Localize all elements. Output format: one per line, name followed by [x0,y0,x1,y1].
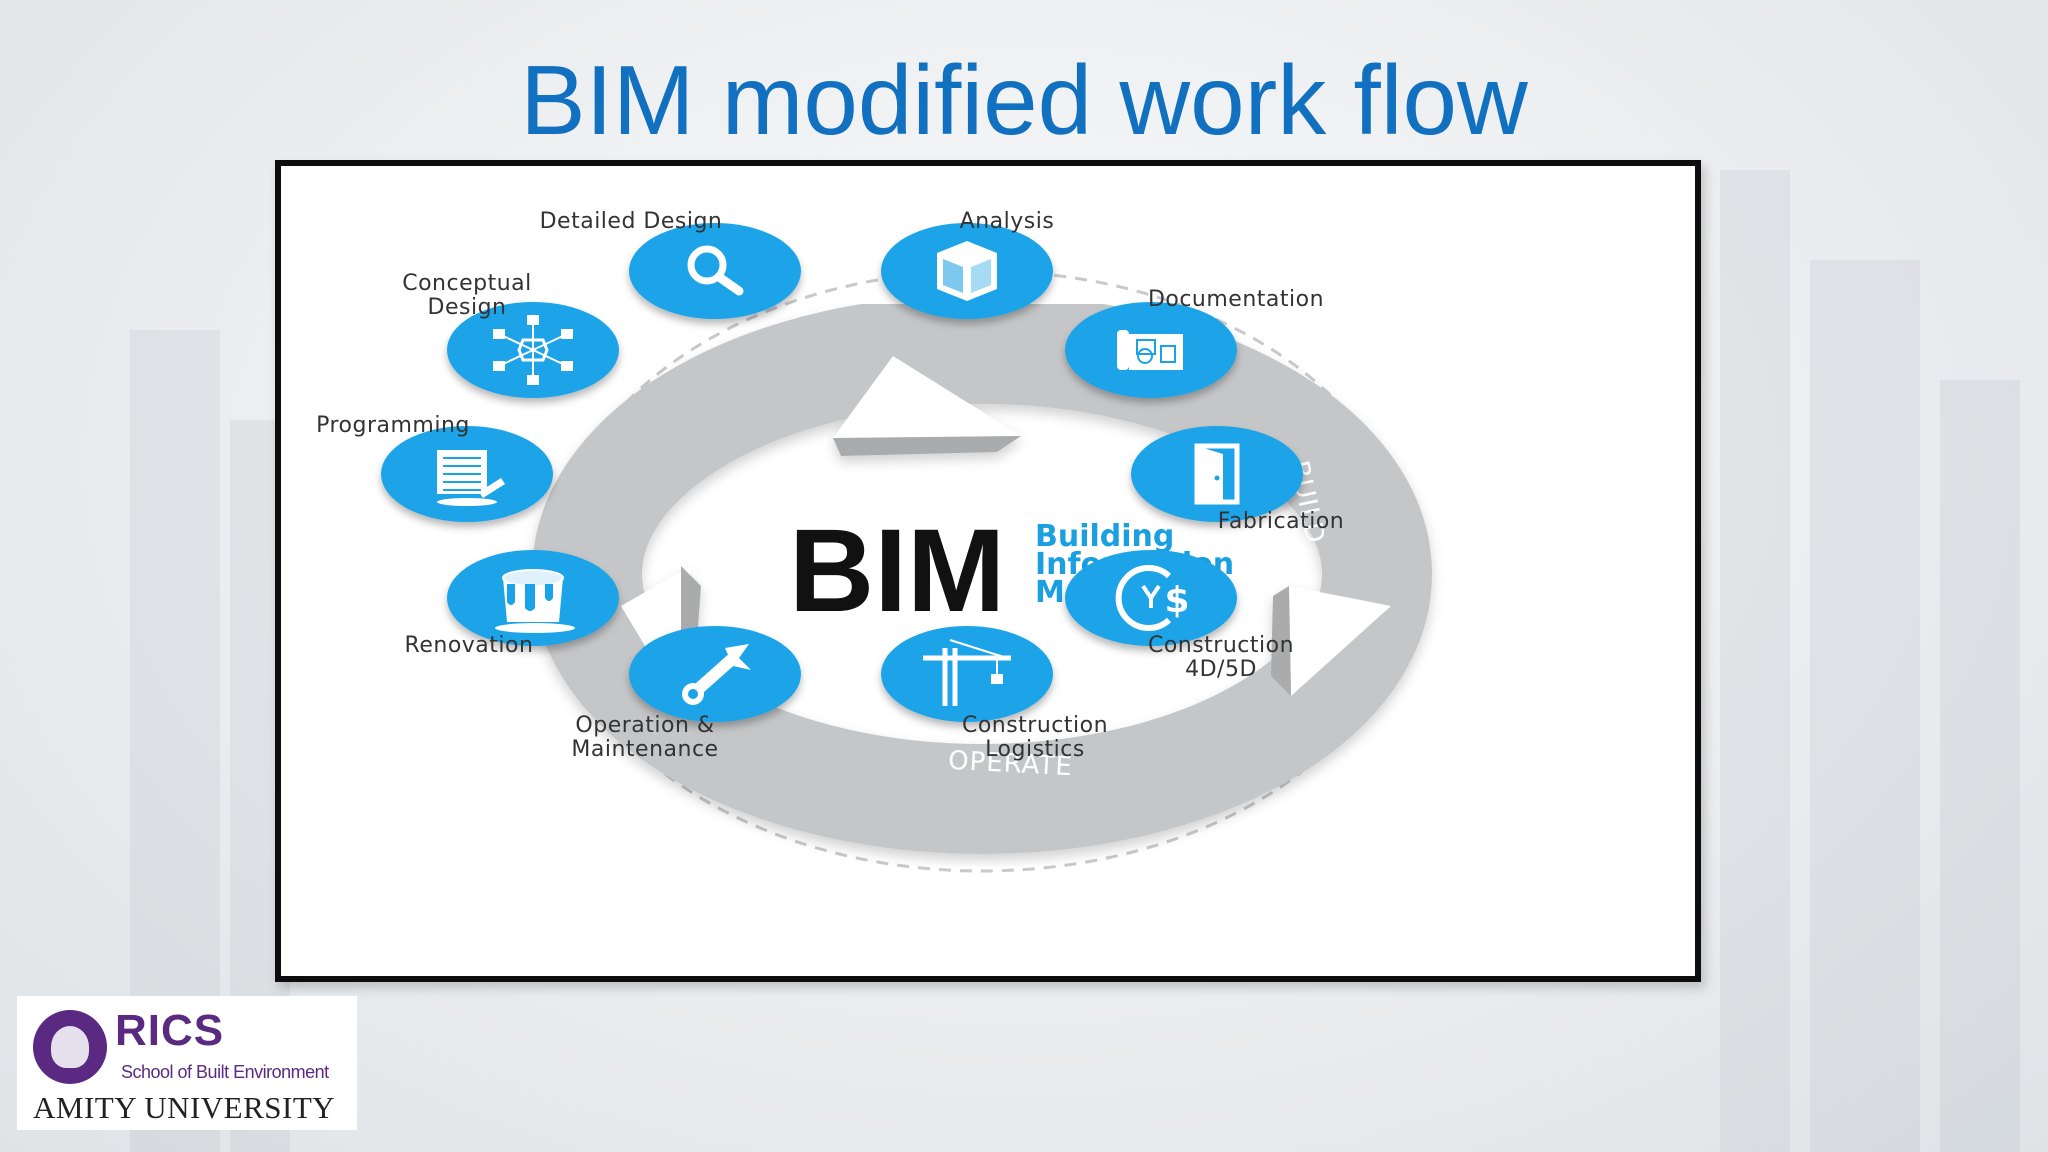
stage-label-operation-maintenance: Operation & [575,713,714,738]
stage-label-programming: Programming [316,413,470,438]
stage-node-detailed-design-bubble [629,223,801,319]
magnifier-icon [687,245,744,296]
background-building [1810,260,1920,1152]
bim-diagram-frame: DESIGN BUILD OPERATE BIM Building Inform… [275,160,1701,982]
stage-label-construction-logistics: Logistics [985,737,1085,762]
phase-label-design: DESIGN [688,476,749,586]
network-icon [493,315,573,385]
bim-expansion-line-1: Building [1035,519,1174,554]
paint-bucket-icon [495,569,575,633]
bim-acronym: BIM [789,505,1005,637]
stage-label-conceptual-design: Design [428,295,507,320]
lion-crest-icon [33,1010,107,1084]
stage-label-operation-maintenance: Maintenance [571,737,718,762]
stage-label-construction-4d5d: Construction [1148,633,1294,658]
logo-rics: RICS [115,1006,225,1055]
cube-icon [937,241,997,301]
stage-node-operation-maintenance: Operation &Maintenance [571,626,801,762]
stage-node-renovation: Renovation [405,550,619,658]
stage-node-fabrication: Fabrication [1131,426,1344,534]
stage-label-conceptual-design: Conceptual [402,271,532,296]
stage-node-analysis: Analysis [881,209,1054,319]
stage-node-programming: Programming [316,413,553,522]
logo-school: School of Built Environment [121,1062,329,1082]
stage-nodes: Detailed Design AnalysisDocumentationFabr… [316,209,1344,762]
cycle-arrow-seam-top [833,356,1021,438]
stage-label-fabrication: Fabrication [1218,509,1344,534]
cycle-arrow-seam-right [1289,586,1391,696]
door-icon [1194,443,1240,505]
document-pen-icon [437,450,505,506]
stage-node-construction-logistics-bubble [881,626,1053,722]
cycle-arrow-seam-top-shade [833,436,1021,456]
wrench-icon [682,644,751,705]
bim-workflow-diagram: DESIGN BUILD OPERATE BIM Building Inform… [316,209,1432,873]
slide-title: BIM modified work flow [520,45,1528,155]
stage-node-detailed-design: Detailed Design [540,209,801,319]
crane-icon [923,639,1011,706]
background-building [1940,380,2020,1152]
background-building [1720,170,1790,1152]
logo-university: AMITY UNIVERSITY [33,1090,336,1125]
stage-label-detailed-design: Detailed Design [540,209,723,234]
phase-label-operate: OPERATE [947,746,1073,782]
cycle-arrow-seam-right-shade [1271,586,1291,696]
stage-label-documentation: Documentation [1148,287,1324,312]
svg-text:$: $ [1164,580,1189,621]
stage-label-analysis: Analysis [960,209,1055,234]
rics-amity-logo: RICS School of Built Environment AMITY U… [17,996,357,1130]
stage-label-construction-logistics: Construction [962,713,1108,738]
clock-dollar-icon: $ [1115,565,1190,631]
stage-label-construction-4d5d: 4D/5D [1185,657,1257,682]
stage-node-documentation: Documentation [1065,287,1324,398]
stage-label-renovation: Renovation [405,633,534,658]
blueprint-icon [1117,330,1183,370]
